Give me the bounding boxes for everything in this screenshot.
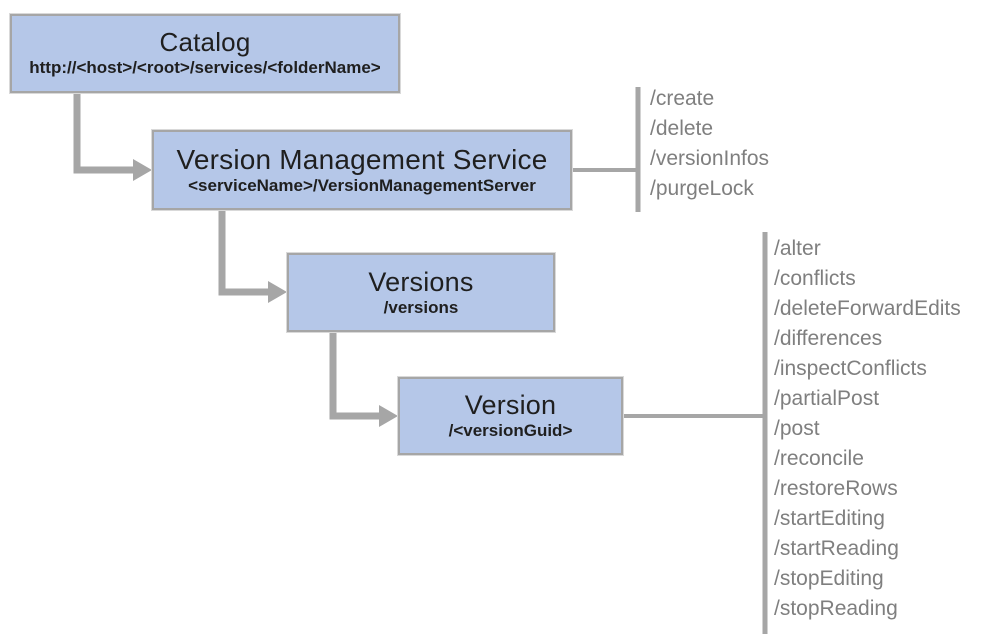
- node-versions-title: Versions: [368, 266, 474, 297]
- operation-item: /deleteForwardEdits: [774, 297, 961, 320]
- operation-item: /create: [650, 87, 715, 110]
- node-catalog: Catalog http://<host>/<root>/services/<f…: [10, 14, 400, 93]
- operation-item: /startEditing: [774, 507, 885, 530]
- arrowhead-into-versions: [268, 281, 287, 303]
- operation-item: /conflicts: [774, 267, 856, 290]
- operation-item: /post: [774, 417, 820, 440]
- node-vms-subtitle: <serviceName>/VersionManagementServer: [188, 176, 536, 196]
- operation-item: /alter: [774, 237, 821, 260]
- node-catalog-title: Catalog: [159, 27, 251, 58]
- vms-operations-list: /create /delete /versionInfos /purgeLock: [650, 84, 769, 204]
- node-version-management-service: Version Management Service <serviceName>…: [152, 130, 572, 210]
- operation-item: /restoreRows: [774, 477, 898, 500]
- node-version: Version /<versionGuid>: [398, 377, 623, 455]
- operation-item: /inspectConflicts: [774, 357, 927, 380]
- operation-item: /purgeLock: [650, 177, 754, 200]
- version-operations-list: /alter /conflicts /deleteForwardEdits /d…: [774, 234, 961, 624]
- operation-item: /partialPost: [774, 387, 880, 410]
- operation-item: /stopEditing: [774, 567, 884, 590]
- elbow-connector-vms-to-versions: [218, 210, 270, 296]
- operation-item: /reconcile: [774, 447, 864, 470]
- node-version-subtitle: /<versionGuid>: [448, 421, 573, 441]
- operation-item: /delete: [650, 117, 714, 140]
- node-versions-subtitle: /versions: [383, 297, 459, 317]
- arrowhead-into-version: [379, 405, 398, 427]
- node-vms-title: Version Management Service: [176, 143, 548, 175]
- arrowhead-into-vms: [133, 159, 152, 181]
- elbow-connector-catalog-to-vms: [73, 93, 135, 174]
- elbow-connector-versions-to-version: [329, 332, 381, 420]
- node-versions: Versions /versions: [287, 253, 555, 332]
- operation-item: /stopReading: [774, 597, 898, 620]
- node-version-title: Version: [464, 390, 557, 421]
- operation-item: /startReading: [774, 537, 899, 560]
- node-catalog-subtitle: http://<host>/<root>/services/<folderNam…: [29, 58, 381, 78]
- operation-item: /differences: [774, 327, 883, 350]
- operation-item: /versionInfos: [650, 147, 770, 170]
